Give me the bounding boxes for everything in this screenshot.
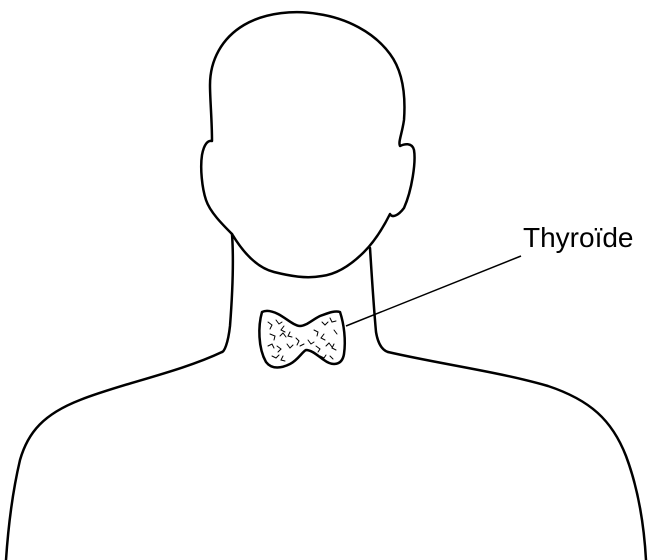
thyroid-outline <box>259 311 344 368</box>
neck-left-line <box>222 234 233 352</box>
shoulder-left-line <box>6 352 222 560</box>
shoulder-right-line <box>388 352 646 560</box>
neck-right-line <box>370 248 388 352</box>
thyroid-gland <box>259 311 344 368</box>
thyroid-label: Thyroïde <box>523 224 634 252</box>
